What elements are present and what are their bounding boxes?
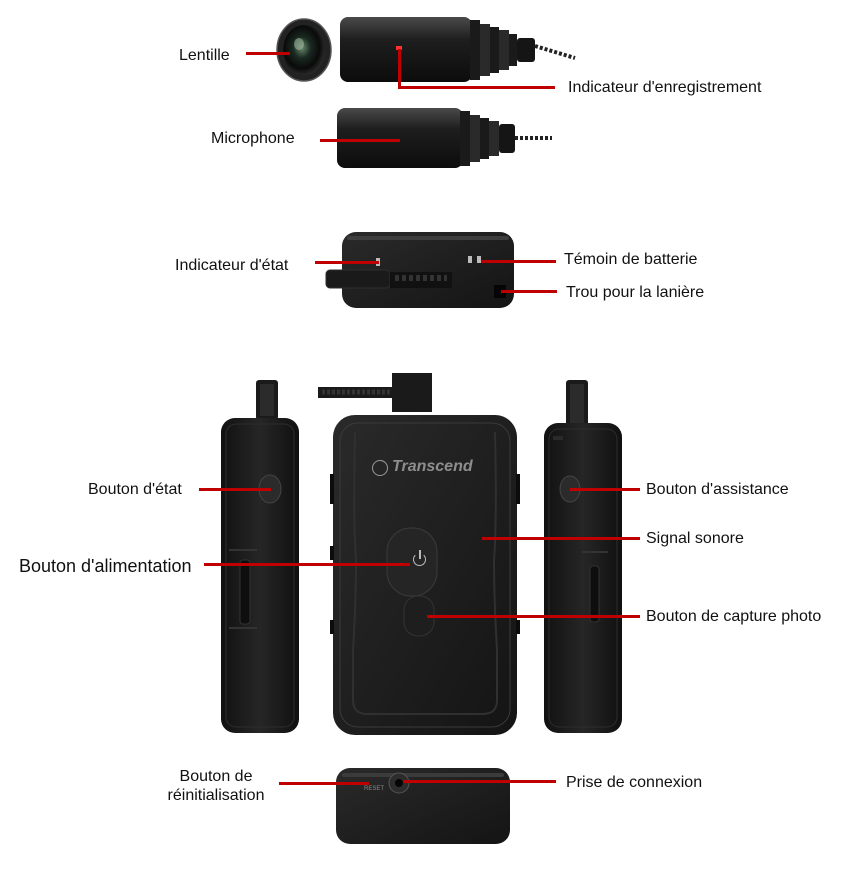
callout-line-lens	[246, 52, 290, 55]
label-connection-port: Prise de connexion	[566, 774, 703, 791]
callout-line-recording-h	[398, 86, 555, 89]
label-assist-button: Bouton d'assistance	[646, 481, 789, 498]
camera-head-mic	[337, 108, 552, 168]
callout-line-connection-port	[403, 780, 556, 783]
callout-line-microphone	[320, 139, 400, 142]
device-right-side-view	[544, 380, 622, 733]
callout-line-snapshot-button	[427, 615, 640, 618]
label-lens: Lentille	[179, 47, 230, 64]
callout-line-battery	[481, 260, 556, 263]
camera-head-top	[340, 17, 576, 82]
label-buzzer: Signal sonore	[646, 530, 744, 547]
device-front-view	[318, 373, 520, 735]
label-reset-button-line1: Bouton de	[179, 768, 253, 785]
label-microphone: Microphone	[211, 130, 295, 147]
label-recording-indicator: Indicateur d'enregistrement	[568, 79, 762, 96]
callout-line-recording-v	[398, 49, 401, 88]
callout-line-assist-button	[570, 488, 640, 491]
lens-view	[276, 18, 332, 82]
callout-line-power-button	[204, 563, 410, 566]
label-strap-hole: Trou pour la lanière	[566, 284, 705, 301]
callout-line-reset-button	[279, 782, 369, 785]
device-bottom-view	[336, 768, 510, 844]
callout-line-status-button	[199, 488, 271, 491]
label-reset-button-line2: réinitialisation	[167, 787, 265, 804]
device-left-side-view	[221, 380, 299, 733]
label-power-button: Bouton d'alimentation	[19, 556, 192, 576]
callout-line-status-indicator	[315, 261, 379, 264]
reset-marking: RESET	[364, 786, 385, 792]
transcend-logo-icon	[372, 460, 388, 476]
callout-line-buzzer	[482, 537, 640, 540]
device-top-view	[325, 232, 514, 308]
label-status-indicator: Indicateur d'état	[175, 257, 289, 274]
label-reset-button: Bouton de réinitialisation	[158, 767, 274, 805]
callout-line-strap-hole	[501, 290, 557, 293]
label-status-button: Bouton d'état	[88, 481, 182, 498]
label-snapshot-button: Bouton de capture photo	[646, 608, 822, 625]
brand-logo-text: Transcend	[392, 458, 473, 475]
power-icon	[413, 553, 426, 566]
label-battery-indicator: Témoin de batterie	[564, 251, 698, 268]
power-icon-stem	[418, 550, 421, 559]
